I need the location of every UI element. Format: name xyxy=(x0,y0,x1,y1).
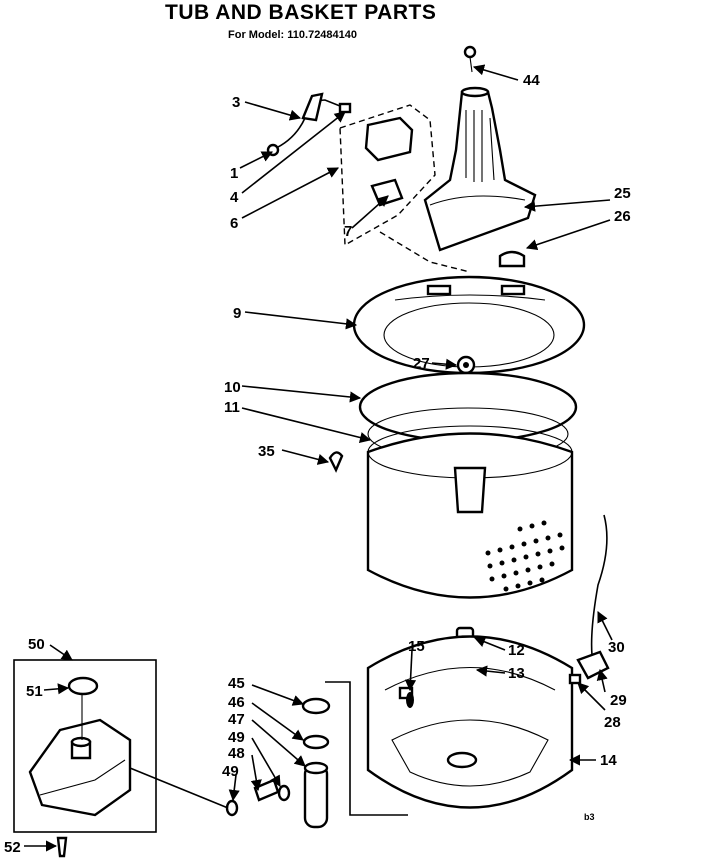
model-subtitle: For Model: 110.72484140 xyxy=(228,29,357,41)
lid-switch-parts xyxy=(266,92,471,273)
callout-48: 48 xyxy=(228,745,245,762)
callout-7: 7 xyxy=(344,223,352,240)
callout-30: 30 xyxy=(608,639,625,656)
callout-44: 44 xyxy=(523,72,540,89)
basket-part xyxy=(366,425,574,599)
pressure-hose-part xyxy=(590,514,608,656)
callout-3: 3 xyxy=(232,94,240,111)
callout-6: 6 xyxy=(230,215,238,232)
callout-27: 27 xyxy=(413,355,430,372)
callout-35: 35 xyxy=(258,443,275,460)
hose-fitting-part xyxy=(576,650,610,680)
tub-clip-part xyxy=(328,451,344,473)
outer-tub-part xyxy=(366,635,574,809)
callout-50: 50 xyxy=(28,636,45,653)
tub-ring-part xyxy=(352,275,586,375)
page-title: TUB AND BASKET PARTS xyxy=(165,1,436,24)
callout-29: 29 xyxy=(610,692,627,709)
agitator-dog-part xyxy=(498,250,526,268)
hose-clamp-part xyxy=(568,673,582,685)
callout-15: 15 xyxy=(408,638,425,655)
page-code: b3 xyxy=(584,812,595,822)
callout-26: 26 xyxy=(614,208,631,225)
pump-assembly-part xyxy=(13,659,157,833)
callout-12: 12 xyxy=(508,642,525,659)
tub-stud-part xyxy=(406,692,414,708)
callout-46: 46 xyxy=(228,694,245,711)
pump-screw-part xyxy=(56,836,68,858)
callout-47: 47 xyxy=(228,711,245,728)
callout-9: 9 xyxy=(233,305,241,322)
callout-45: 45 xyxy=(228,675,245,692)
callout-28: 28 xyxy=(604,714,621,731)
callout-10: 10 xyxy=(224,379,241,396)
callout-52: 52 xyxy=(4,839,21,856)
basket-nut-part xyxy=(456,355,476,375)
agitator-part xyxy=(423,86,537,252)
callout-51: 51 xyxy=(26,683,43,700)
tub-gasket-part xyxy=(358,371,578,443)
callout-49b: 49 xyxy=(222,763,239,780)
leader-lines xyxy=(24,64,613,852)
callout-1: 1 xyxy=(230,165,238,182)
callout-labels: 44 25 26 3 1 4 6 7 9 27 10 11 35 12 13 1… xyxy=(4,72,631,856)
pump-hose-parts xyxy=(225,681,408,829)
callout-4: 4 xyxy=(230,189,239,206)
agitator-cap-part xyxy=(463,45,477,73)
callout-49a: 49 xyxy=(228,729,245,746)
callout-11: 11 xyxy=(224,399,240,416)
callout-14: 14 xyxy=(600,752,617,769)
callout-25: 25 xyxy=(614,185,631,202)
callout-13: 13 xyxy=(508,665,525,682)
